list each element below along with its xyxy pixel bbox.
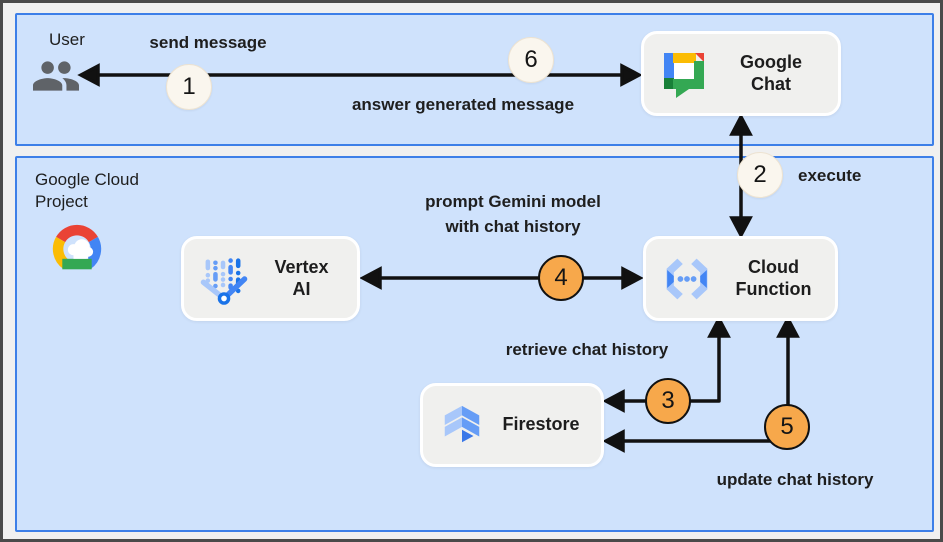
gcp-lane-label: Google Cloud Project	[35, 169, 139, 214]
gcp-lane-label-line1: Google Cloud	[35, 170, 139, 189]
arrow-update-chat-history	[602, 315, 800, 453]
node-label-line: Function	[735, 278, 812, 299]
node-label-line: Google	[740, 52, 802, 73]
label-execute: execute	[798, 166, 862, 185]
step-number: 6	[524, 46, 538, 73]
user-lane-label: User	[49, 30, 85, 49]
google-cloud-icon	[41, 221, 113, 277]
step-number: 5	[780, 413, 794, 440]
cloud-functions-icon	[658, 255, 716, 303]
node-label-line: AI	[292, 278, 311, 299]
node-label-google-chat: Google Chat	[708, 52, 838, 94]
node-vertex-ai: Vertex AI	[181, 236, 360, 321]
step-number: 3	[661, 387, 675, 414]
node-label-vertex-ai: Vertex AI	[250, 257, 357, 299]
node-label-line: Chat	[751, 73, 791, 94]
arrow-user-googlechat	[77, 63, 643, 87]
node-label-line: Firestore	[502, 414, 580, 435]
label-retrieve-chat-history: retrieve chat history	[505, 340, 669, 359]
label-prompt-gemini-line2: with chat history	[445, 217, 581, 236]
label-answer-generated-message: answer generated message	[351, 95, 575, 114]
vertex-ai-icon	[198, 253, 250, 305]
arrow-googlechat-cloudfunction	[729, 113, 753, 239]
step-circle-3: 3	[645, 378, 691, 424]
label-send-message: send message	[149, 33, 267, 52]
firestore-icon	[439, 402, 485, 448]
node-label-line: Vertex	[274, 257, 329, 278]
step-circle-5: 5	[764, 404, 810, 450]
people-icon	[33, 58, 79, 94]
label-prompt-gemini: prompt Gemini model with chat history	[393, 189, 633, 239]
arrow-vertexai-cloudfunction	[359, 266, 644, 290]
step-number: 4	[554, 264, 568, 291]
node-google-chat: Google Chat	[641, 31, 841, 116]
node-label-line: Cloud	[748, 257, 799, 278]
node-label-firestore: Firestore	[485, 414, 601, 435]
step-circle-2: 2	[737, 152, 783, 198]
node-firestore: Firestore	[420, 383, 604, 467]
step-circle-1: 1	[166, 64, 212, 110]
google-chat-icon	[660, 48, 708, 100]
step-number: 2	[753, 161, 767, 188]
step-circle-6: 6	[508, 37, 554, 83]
node-label-cloud-function: Cloud Function	[716, 257, 835, 299]
label-update-chat-history: update chat history	[716, 470, 874, 489]
label-prompt-gemini-line1: prompt Gemini model	[425, 192, 601, 211]
node-cloud-function: Cloud Function	[643, 236, 838, 321]
gcp-lane	[15, 156, 934, 532]
step-circle-4: 4	[538, 255, 584, 301]
step-number: 1	[182, 73, 196, 100]
gcp-lane-label-line2: Project	[35, 192, 88, 212]
